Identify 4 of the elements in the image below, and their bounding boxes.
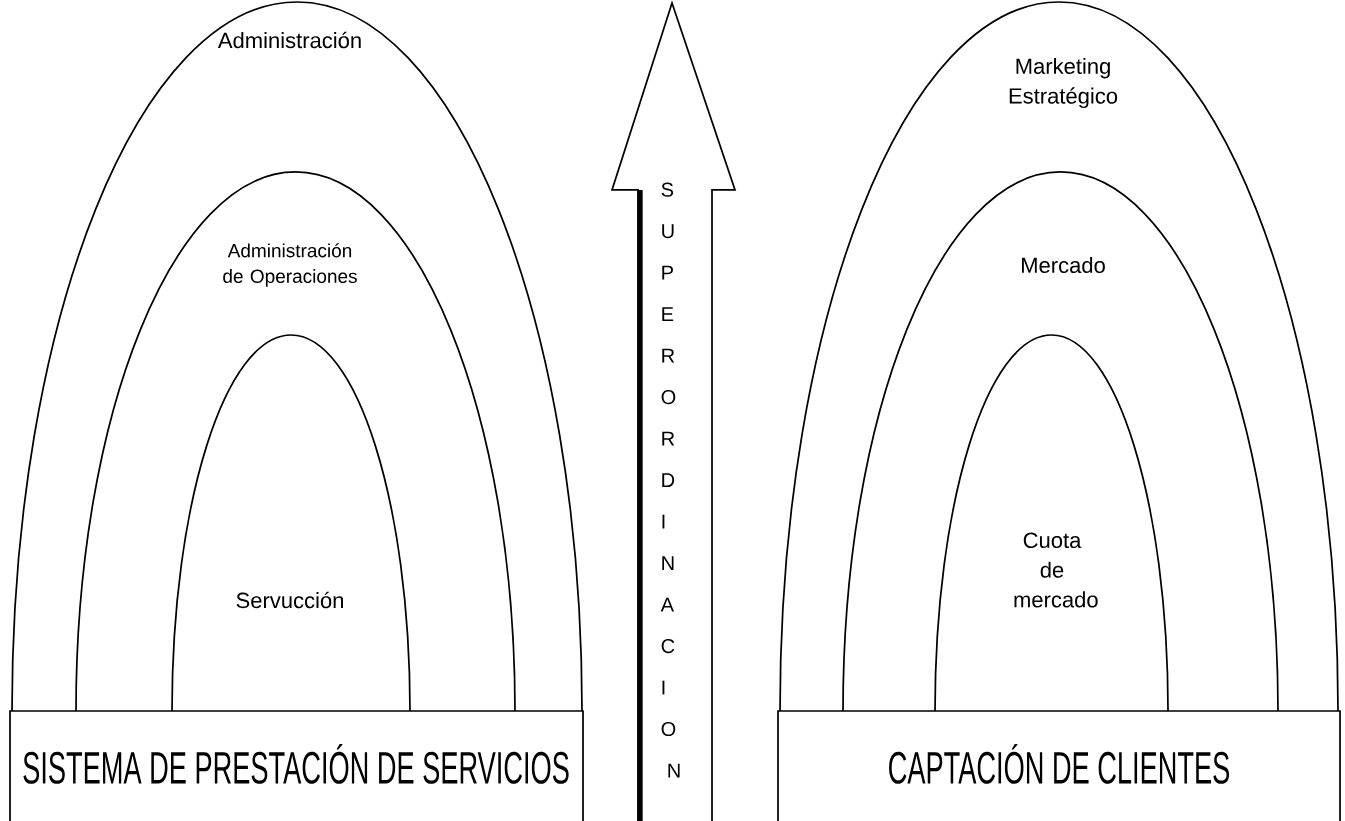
arch: Cuota de mercado [934, 334, 1169, 712]
base-box: CAPTACIÓN DE CLIENTES [777, 710, 1341, 821]
base-box: SISTEMA DE PRESTACIÓN DE SERVICIOS [9, 710, 584, 821]
arch: Servucción [171, 334, 411, 712]
